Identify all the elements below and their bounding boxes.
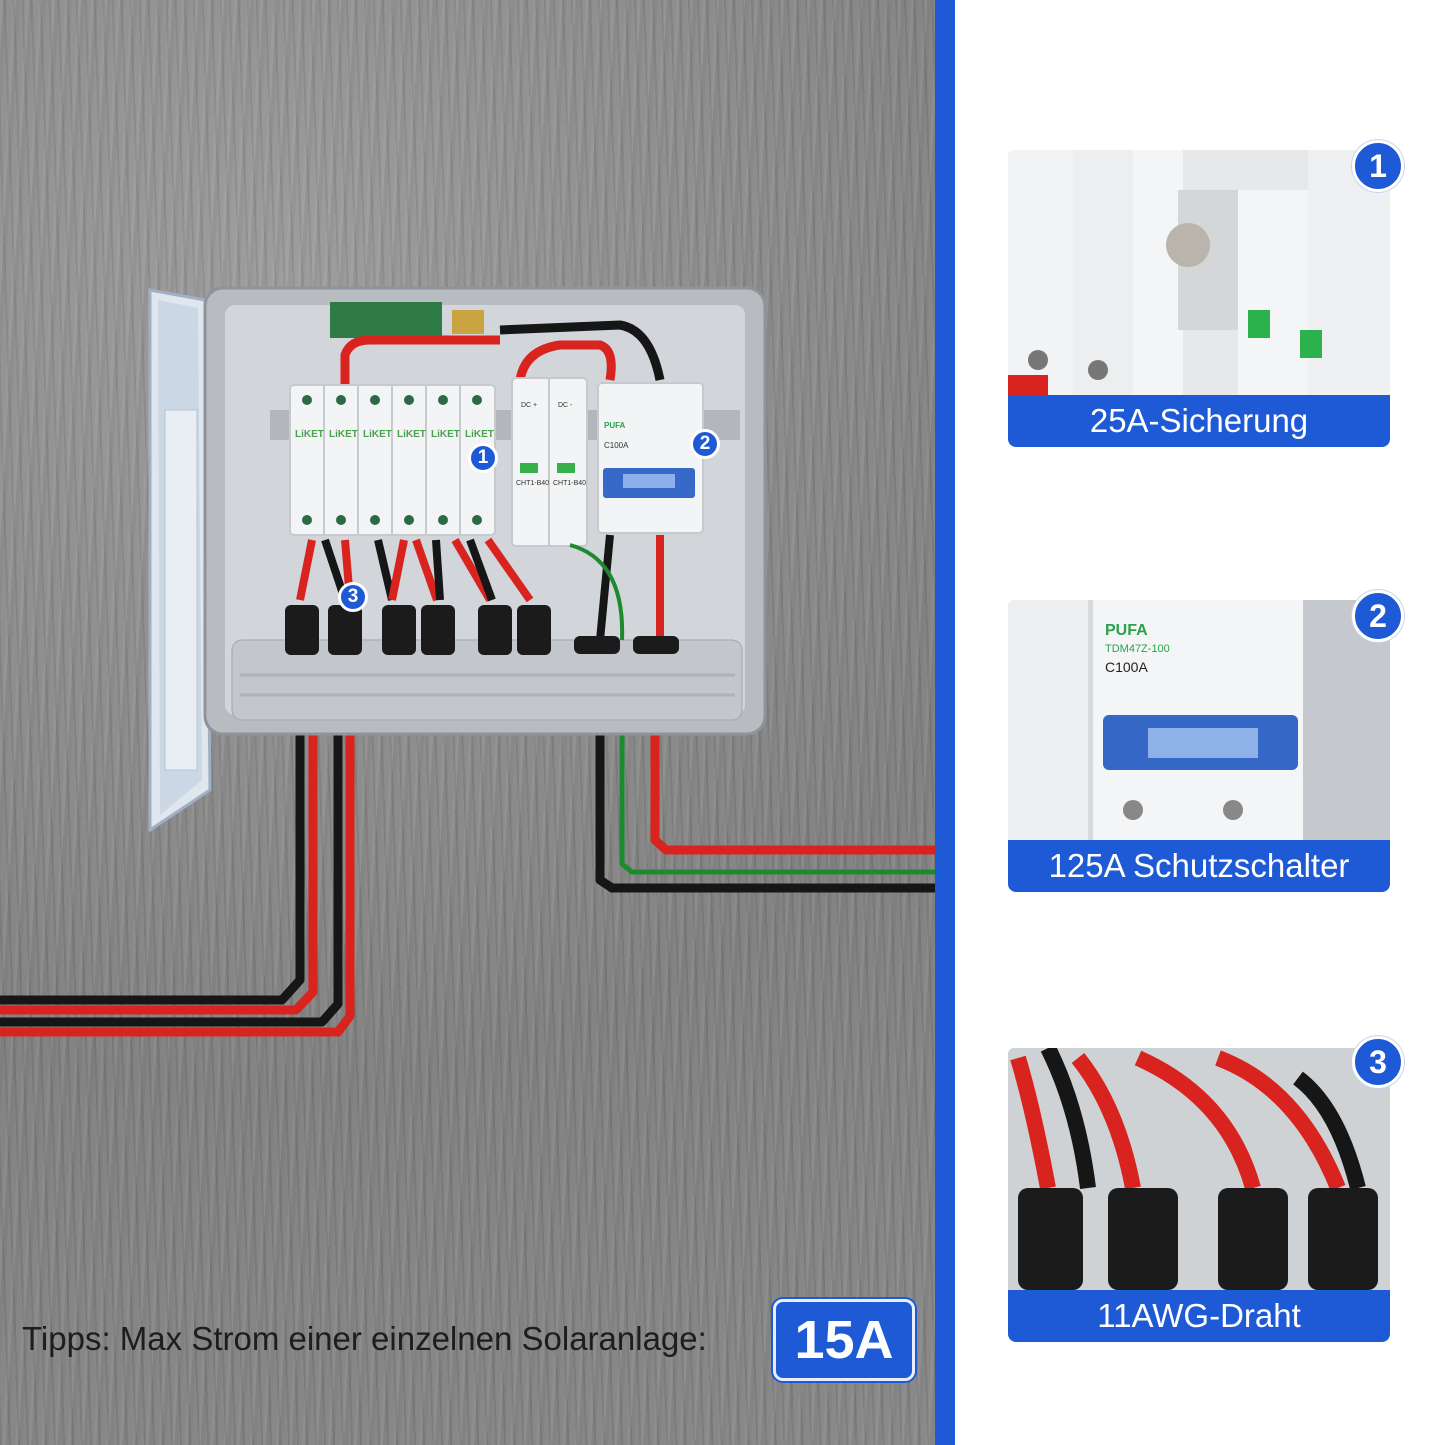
caption-wire: 11AWG-Draht (1008, 1290, 1390, 1342)
fuse-brand-label: LiKET (363, 429, 392, 440)
spd-dc-plus-label: DC + (521, 402, 537, 409)
marker-3: 3 (338, 582, 368, 612)
badge-3: 3 (1352, 1036, 1404, 1088)
fuse-closeup-photo (1008, 150, 1390, 395)
breaker-rating-label: C100A (604, 441, 629, 450)
wire-closeup-photo (1008, 1048, 1390, 1290)
fuse-brand-label: LiKET (397, 429, 426, 440)
blue-divider (935, 0, 955, 1445)
cable-glands (285, 605, 679, 655)
spd-model-label: CHT1-B40 (516, 480, 549, 487)
badge-1: 1 (1352, 140, 1404, 192)
caption-breaker: 125A Schutzschalter (1008, 840, 1390, 892)
surge-protection-device: DC + DC - CHT1-B40 CHT1-B40 (511, 377, 588, 547)
enclosure-lid (148, 288, 212, 833)
fuse-brand-label: LiKET (329, 429, 358, 440)
badge-2: 2 (1352, 590, 1404, 642)
fuse-brand-label: LiKET (465, 429, 494, 440)
marker-2: 2 (690, 429, 720, 459)
tip-value-badge: 15A (773, 1299, 915, 1381)
circuit-breaker: PUFA C100A (597, 382, 704, 534)
combiner-box-illustration: LiKET LiKET LiKET LiKET LiKET LiKET DC +… (0, 286, 935, 1037)
spd-model-label: CHT1-B40 (553, 480, 586, 487)
tip-text: Tipps: Max Strom einer einzelnen Solaran… (22, 1320, 707, 1357)
fuse-brand-label: LiKET (431, 429, 460, 440)
marker-1: 1 (468, 443, 498, 473)
breaker-model-closeup: TDM47Z-100 (1105, 643, 1170, 655)
fuse-holders: LiKET LiKET LiKET LiKET LiKET LiKET (289, 384, 496, 536)
breaker-brand-closeup: PUFA (1105, 622, 1148, 639)
caption-fuse: 25A-Sicherung (1008, 395, 1390, 447)
breaker-rating-closeup: C100A (1105, 659, 1148, 675)
fuse-brand-label: LiKET (295, 429, 324, 440)
breaker-closeup-photo: PUFA TDM47Z-100 C100A (1008, 600, 1390, 840)
breaker-brand-label: PUFA (604, 421, 626, 430)
spd-dc-minus-label: DC - (558, 402, 573, 409)
